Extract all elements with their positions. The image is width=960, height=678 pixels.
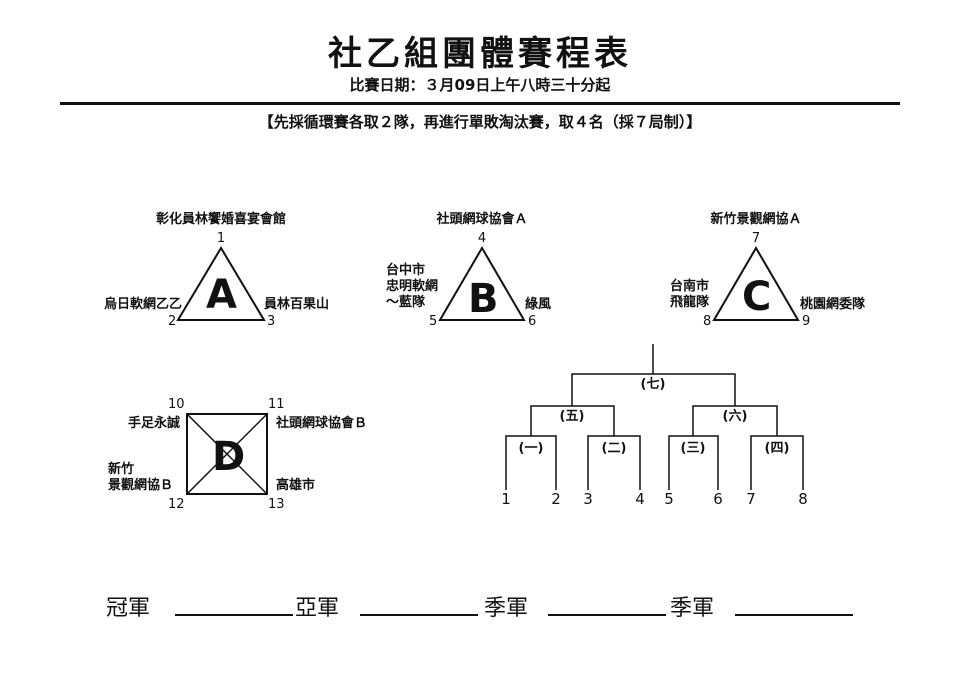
champion-label: 冠軍 xyxy=(106,596,151,621)
bracket-slot-1: 1 xyxy=(501,490,511,508)
bracket-match-4-label: (四) xyxy=(764,441,790,456)
bracket-slot-2: 2 xyxy=(551,490,561,508)
group-c-triangle xyxy=(712,246,800,321)
bracket-slot-6: 6 xyxy=(713,490,723,508)
group-b-triangle xyxy=(438,246,526,321)
group-b-team-5-line2: 忠明軟網 xyxy=(386,279,439,294)
bracket-slot-7: 7 xyxy=(746,490,756,508)
group-b-team-5-line3: ～藍隊 xyxy=(386,295,426,310)
group-b-team-5-line1: 台中市 xyxy=(386,263,426,278)
group-c-team-8-line2: 飛龍隊 xyxy=(670,295,710,310)
bracket-match-2-label: (二) xyxy=(601,441,627,456)
third-place-b-label: 季軍 xyxy=(670,596,715,621)
group-d-seed-10: 10 xyxy=(168,397,185,412)
group-d-team-12-line1: 新竹 xyxy=(108,462,135,477)
group-d-letter: D xyxy=(212,434,246,480)
group-c-team-9: 桃園網委隊 xyxy=(800,297,866,312)
group-d-seed-12: 12 xyxy=(168,497,185,512)
group-d-seed-13: 13 xyxy=(268,497,285,512)
group-b-team-6: 綠風 xyxy=(525,297,552,312)
group-b-seed-5: 5 xyxy=(429,314,438,329)
bracket-slot-4: 4 xyxy=(635,490,645,508)
bracket-match-7-label: (七) xyxy=(640,377,666,392)
group-c-team-7: 新竹景觀網協Ａ xyxy=(710,212,802,227)
bracket-match-3-label: (三) xyxy=(680,441,706,456)
header-divider xyxy=(60,102,900,105)
bracket-match-1-label: (一) xyxy=(518,441,544,456)
bracket-slot-3: 3 xyxy=(583,490,593,508)
group-a-seed-1: 1 xyxy=(216,231,226,246)
group-c-team-8-line1: 台南市 xyxy=(670,279,710,294)
third-place-a-blank xyxy=(548,614,666,616)
third-place-b-blank xyxy=(735,614,853,616)
group-a-team-1: 彰化員林饗婚喜宴會館 xyxy=(155,212,286,227)
group-a-seed-3: 3 xyxy=(267,314,276,329)
bracket-match-5-label: (五) xyxy=(559,409,585,424)
match-date: 比賽日期：３月09日上午八時三十分起 xyxy=(349,76,611,94)
third-place-a-label: 季軍 xyxy=(484,596,529,621)
group-b-seed-4: 4 xyxy=(477,231,487,246)
group-d-team-12-line2: 景觀網協Ｂ xyxy=(108,478,174,493)
group-a-triangle xyxy=(176,246,266,321)
group-c-seed-8: 8 xyxy=(703,314,712,329)
group-b-team-4: 社頭網球協會Ａ xyxy=(436,212,528,227)
group-a-seed-2: 2 xyxy=(168,314,177,329)
group-b-seed-6: 6 xyxy=(528,314,537,329)
group-d-team-10: 手足永誠 xyxy=(127,416,180,431)
group-d-team-13: 高雄市 xyxy=(276,478,316,493)
champion-blank xyxy=(175,614,293,616)
group-a-letter: A xyxy=(206,272,237,318)
group-a-team-3: 員林百果山 xyxy=(264,297,330,312)
group-d-square xyxy=(186,413,268,495)
bracket-match-6-label: (六) xyxy=(722,409,748,424)
page-title: 社乙組團體賽程表 xyxy=(328,34,632,74)
knockout-bracket xyxy=(505,344,804,490)
group-c-letter: C xyxy=(742,274,772,320)
bracket-slot-5: 5 xyxy=(664,490,674,508)
group-b-letter: B xyxy=(468,276,499,322)
bracket-slot-8: 8 xyxy=(798,490,808,508)
group-a-team-2: 烏日軟網乙乙 xyxy=(103,297,182,312)
group-d-team-11: 社頭網球協會Ｂ xyxy=(276,416,368,431)
runner-up-blank xyxy=(360,614,478,616)
format-note: 【先採循環賽各取２隊，再進行單敗淘汰賽，取４名（採７局制）】 xyxy=(258,113,702,131)
group-c-seed-9: 9 xyxy=(802,314,811,329)
group-c-seed-7: 7 xyxy=(751,231,761,246)
group-d-seed-11: 11 xyxy=(268,397,285,412)
runner-up-label: 亞軍 xyxy=(295,596,340,621)
